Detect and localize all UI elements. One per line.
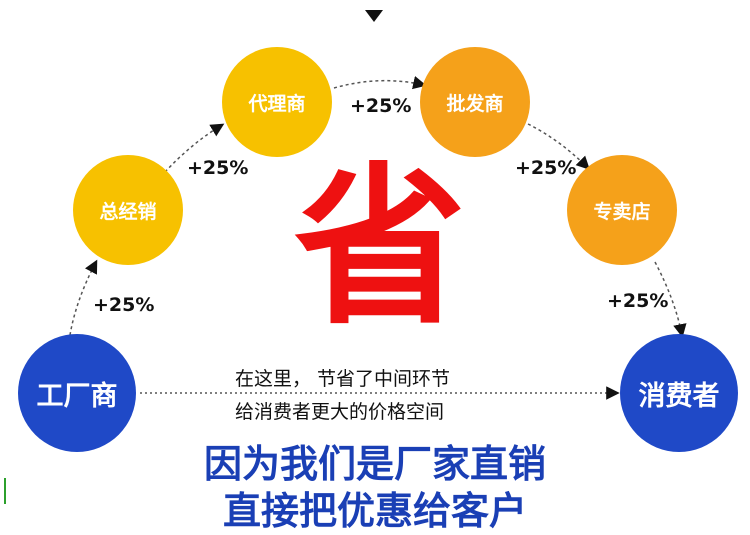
slogan-line2: 直接把优惠给客户 [222, 489, 527, 533]
arrow-wholesaler-store [527, 123, 590, 170]
markup-label-2: +25% [187, 157, 249, 179]
arrow-store-consumer [654, 261, 687, 338]
slogan-line1: 因为我们是厂家直销 [203, 442, 546, 486]
node-distributor: 总经销 [73, 155, 183, 265]
top-indicator-arrow [365, 10, 383, 22]
markup-label-5: +25% [607, 290, 669, 312]
markup-label-4: +25% [515, 157, 577, 179]
markup-label-1: +25% [93, 294, 155, 316]
node-wholesaler: 批发商 [420, 47, 530, 157]
flow-arrows [69, 10, 687, 400]
arrow-distributor-agent [164, 123, 225, 173]
node-consumer: 消费者 [620, 334, 738, 452]
left-edge-line [4, 478, 6, 504]
arrow-factory-distributor [69, 259, 98, 336]
middle-text-line2: 给消费者更大的价格空间 [235, 401, 445, 423]
middle-text-line1: 在这里， 节省了中间环节 [235, 368, 451, 390]
arrow-agent-wholesaler [333, 76, 427, 90]
node-store: 专卖店 [567, 155, 677, 265]
node-agent: 代理商 [222, 47, 332, 157]
markup-label-3: +25% [350, 95, 412, 117]
save-character: 省 [294, 147, 466, 348]
node-factory: 工厂商 [18, 334, 136, 452]
